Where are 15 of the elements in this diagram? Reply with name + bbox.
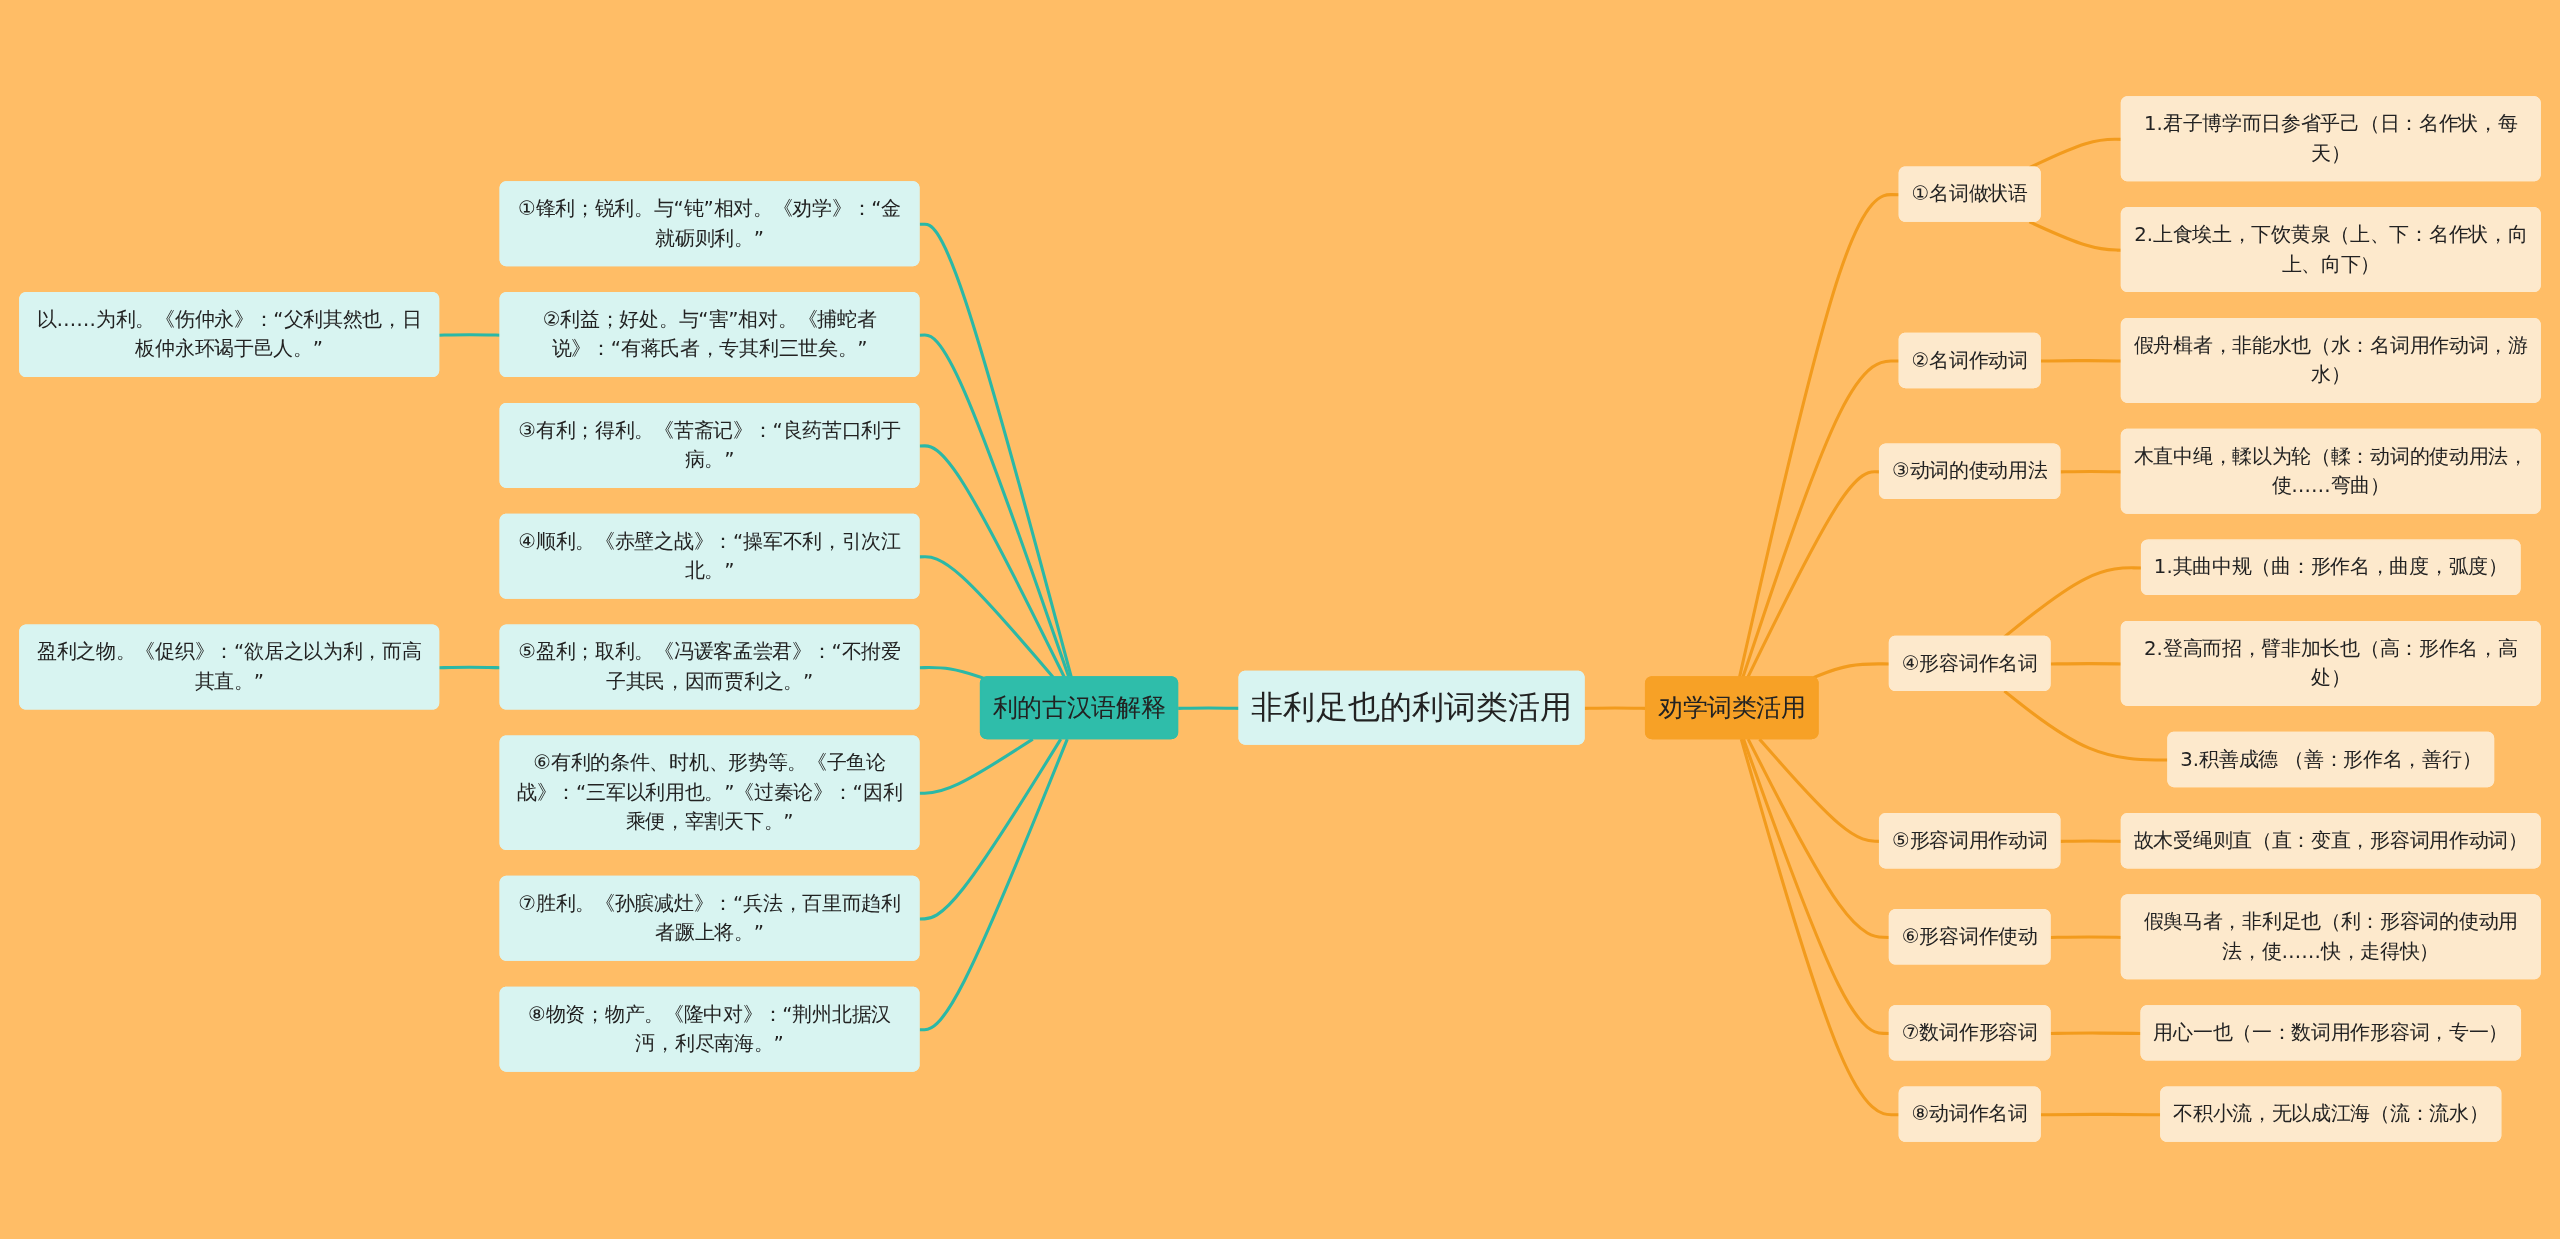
connector (1741, 359, 1900, 679)
connector (919, 223, 1073, 679)
connector (1737, 193, 1900, 679)
connector (919, 444, 1066, 679)
connector (439, 333, 501, 338)
connector (2050, 1032, 2142, 1036)
connector (1739, 739, 1900, 1117)
connector (439, 666, 501, 670)
connector (919, 555, 1055, 679)
connector (919, 738, 1063, 921)
connector (919, 333, 1071, 679)
connector (1178, 706, 1240, 711)
connector (919, 738, 1034, 796)
connector (919, 666, 985, 681)
connector (919, 739, 1069, 1032)
